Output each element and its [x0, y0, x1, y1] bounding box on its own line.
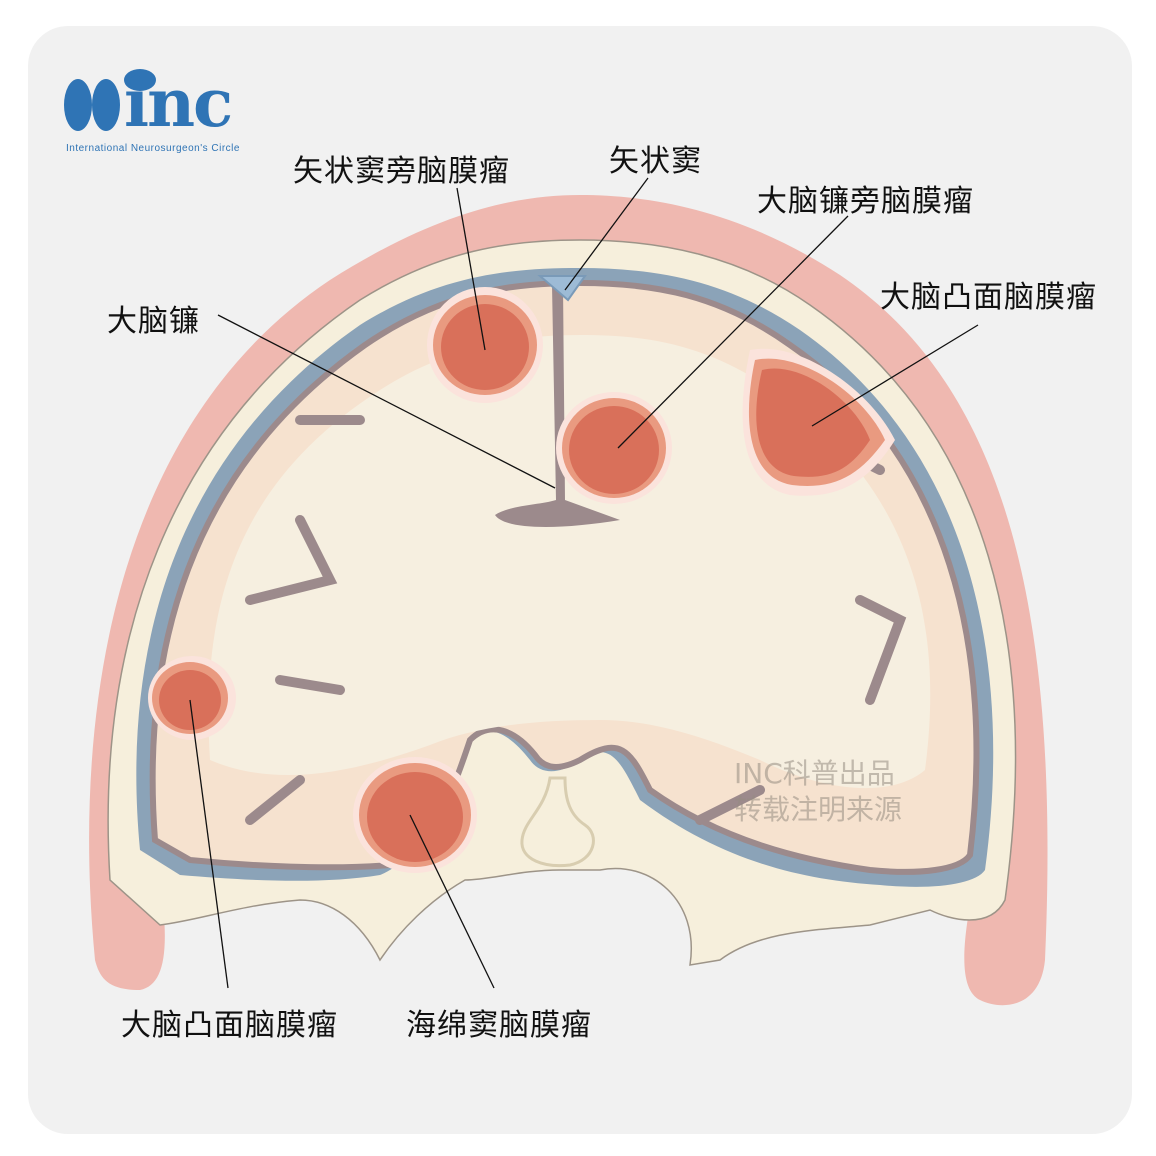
logo-brain-icon [64, 79, 120, 131]
convexity-tumor-left [148, 656, 236, 740]
falx-cerebri [495, 285, 620, 527]
label-parasagittal-meningioma: 矢状窦旁脑膜瘤 [293, 154, 510, 189]
sagittal-sinus [537, 275, 587, 302]
label-falx-meningioma: 大脑镰旁脑膜瘤 [757, 184, 974, 219]
falx-tumor [556, 392, 672, 504]
logo-wordmark: inc [124, 64, 233, 142]
watermark-line-1: INC科普出品 [734, 757, 895, 790]
watermark-line-2: 转载注明来源 [734, 793, 903, 826]
parasagittal-tumor [427, 287, 543, 403]
label-convexity-meningioma-left: 大脑凸面脑膜瘤 [121, 1008, 338, 1043]
label-cavernous-sinus-meningioma: 海绵窦脑膜瘤 [406, 1008, 592, 1043]
cavernous-sinus-tumor [353, 757, 477, 873]
label-sagittal-sinus: 矢状窦 [609, 144, 702, 179]
label-convexity-meningioma-right: 大脑凸面脑膜瘤 [880, 280, 1097, 315]
logo-tagline: International Neurosurgeon's Circle [66, 143, 240, 154]
pituitary [520, 776, 595, 868]
label-falx-cerebri: 大脑镰 [107, 304, 200, 339]
tumors [148, 287, 895, 873]
logo-speech-bubble-icon [124, 69, 156, 91]
leader-lines [189, 177, 979, 989]
